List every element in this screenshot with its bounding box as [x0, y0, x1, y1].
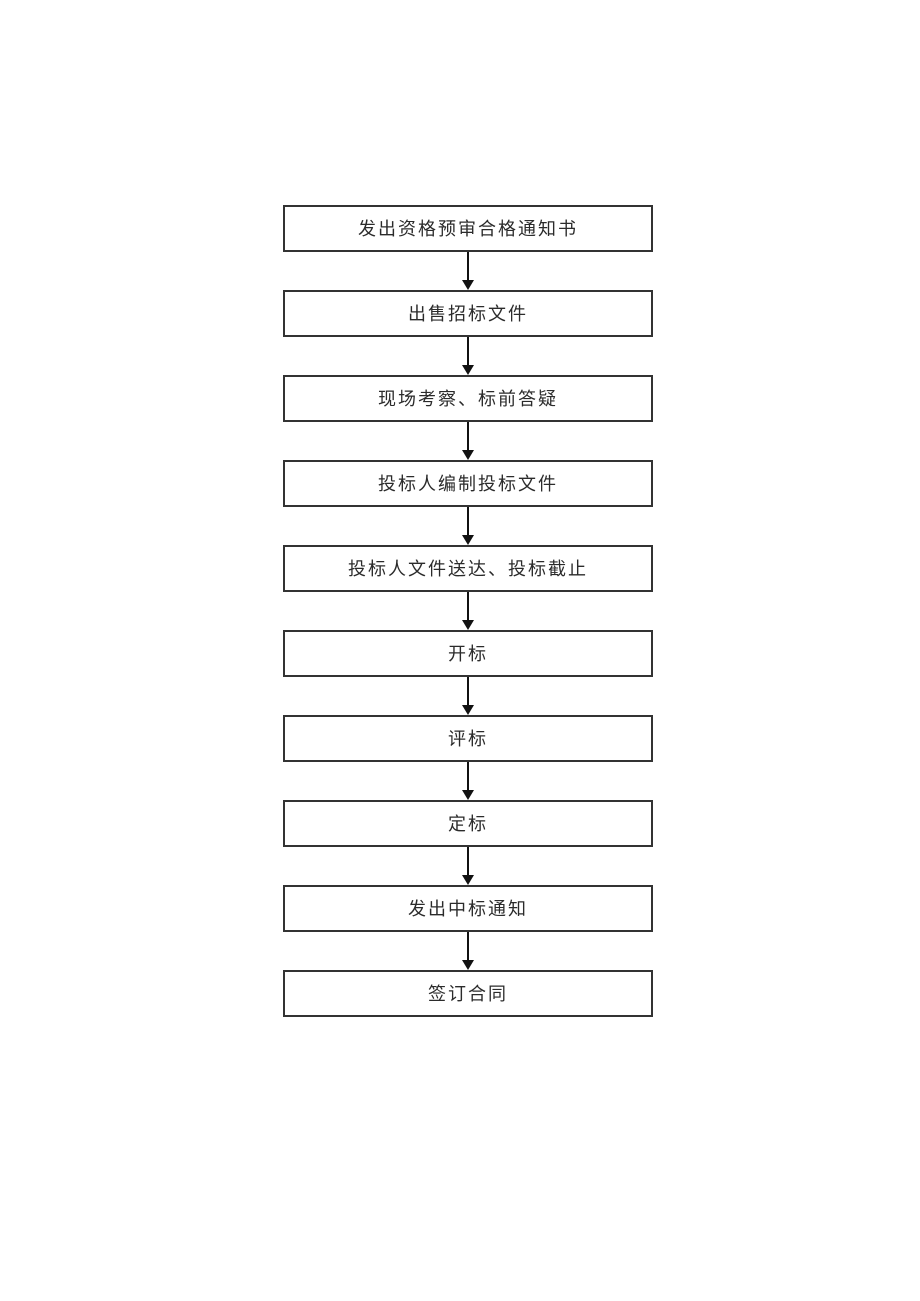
- arrow-down-icon: [461, 847, 475, 885]
- arrow-down-icon: [461, 337, 475, 375]
- flow-step-label: 评标: [448, 728, 488, 749]
- flow-step-label: 投标人文件送达、投标截止: [348, 558, 588, 579]
- arrow-down-icon: [461, 932, 475, 970]
- flow-step-label: 发出中标通知: [408, 898, 528, 919]
- flowchart: 发出资格预审合格通知书 出售招标文件 现场考察、标前答疑 投标人编制投标文件: [283, 205, 653, 1017]
- arrow-shaft: [467, 337, 469, 365]
- arrow-head: [462, 620, 474, 630]
- arrow-shaft: [467, 592, 469, 620]
- flow-step-label: 现场考察、标前答疑: [378, 388, 558, 409]
- flow-step-issue-prequalification-notice: 发出资格预审合格通知书: [283, 205, 653, 252]
- arrow-head: [462, 790, 474, 800]
- arrow-shaft: [467, 252, 469, 280]
- flow-step-label: 出售招标文件: [408, 303, 528, 324]
- arrow-head: [462, 960, 474, 970]
- arrow-head: [462, 875, 474, 885]
- flow-step-label: 签订合同: [428, 983, 508, 1004]
- arrow-head: [462, 450, 474, 460]
- flow-step-bid-award-decision: 定标: [283, 800, 653, 847]
- flow-step-label: 定标: [448, 813, 488, 834]
- flow-step-bidders-prepare-documents: 投标人编制投标文件: [283, 460, 653, 507]
- flow-step-label: 投标人编制投标文件: [378, 473, 558, 494]
- arrow-down-icon: [461, 677, 475, 715]
- arrow-head: [462, 705, 474, 715]
- arrow-down-icon: [461, 592, 475, 630]
- flow-step-sell-tender-documents: 出售招标文件: [283, 290, 653, 337]
- flow-step-site-visit-pre-bid-qa: 现场考察、标前答疑: [283, 375, 653, 422]
- arrow-down-icon: [461, 252, 475, 290]
- arrow-shaft: [467, 507, 469, 535]
- arrow-down-icon: [461, 422, 475, 460]
- arrow-shaft: [467, 847, 469, 875]
- flow-step-bid-opening: 开标: [283, 630, 653, 677]
- arrow-shaft: [467, 677, 469, 705]
- flow-step-document-delivery-bid-deadline: 投标人文件送达、投标截止: [283, 545, 653, 592]
- arrow-shaft: [467, 932, 469, 960]
- flow-step-issue-award-notice: 发出中标通知: [283, 885, 653, 932]
- flow-step-label: 发出资格预审合格通知书: [358, 218, 578, 239]
- arrow-shaft: [467, 422, 469, 450]
- arrow-head: [462, 535, 474, 545]
- arrow-down-icon: [461, 507, 475, 545]
- arrow-head: [462, 365, 474, 375]
- flow-step-bid-evaluation: 评标: [283, 715, 653, 762]
- arrow-shaft: [467, 762, 469, 790]
- arrow-down-icon: [461, 762, 475, 800]
- arrow-head: [462, 280, 474, 290]
- flow-step-label: 开标: [448, 643, 488, 664]
- flow-step-sign-contract: 签订合同: [283, 970, 653, 1017]
